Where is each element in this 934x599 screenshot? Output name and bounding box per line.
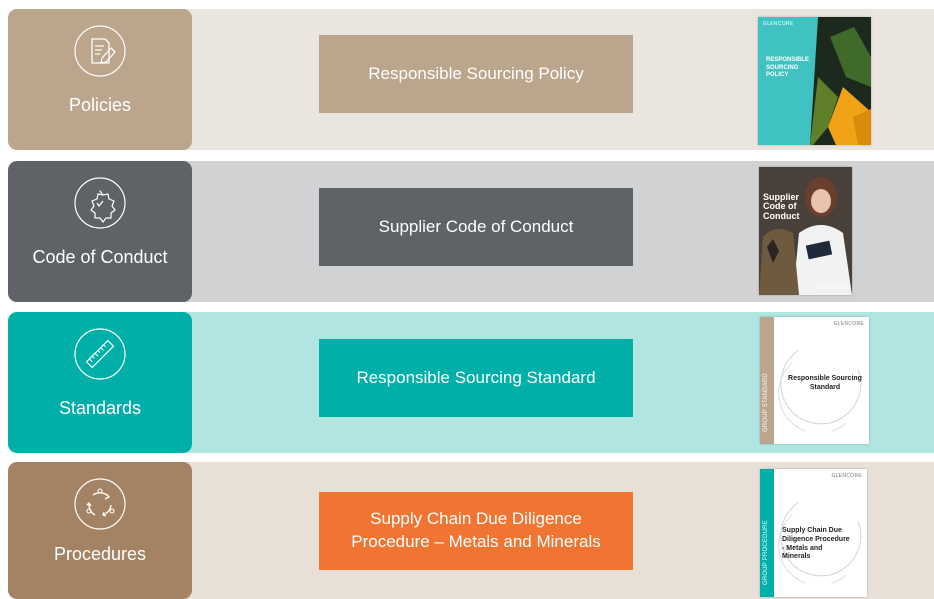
tile-label: Standards	[58, 398, 142, 418]
row-policies: Policies Responsible Sourcing Policy GLE…	[0, 9, 934, 150]
document-thumbnail-procedure: GROUP PROCEDURE GLENCORE Supply Chain Du…	[760, 469, 867, 597]
document-spine-label: GROUP PROCEDURE	[763, 520, 769, 585]
document-title: Supply Chain Due Diligence Procedure - M…	[782, 527, 850, 561]
document-brand: GLENCORE	[817, 285, 848, 291]
document-thumbnail-policy: GLENCORE RESPONSIBLE SOURCING POLICY	[758, 17, 871, 145]
document-spine: GROUP STANDARD	[760, 317, 774, 444]
tile-label: Code of Conduct	[32, 247, 168, 267]
document-brand: GLENCORE	[833, 321, 864, 327]
document-title: Responsible Sourcing Standard	[788, 375, 862, 391]
tile-label: Procedures	[53, 544, 147, 564]
row-standards: Standards Responsible Sourcing Standard …	[0, 312, 934, 453]
document-pen-icon	[73, 24, 127, 78]
document-thumbnail-conduct: Supplier Code of Conduct GLENCORE	[759, 167, 852, 295]
label-box-policy: Responsible Sourcing Policy	[319, 35, 633, 113]
document-brand: GLENCORE	[763, 21, 794, 27]
tile-standards: Standards	[8, 312, 192, 453]
gear-badge-icon	[73, 176, 127, 230]
tile-procedures: Procedures	[8, 462, 192, 599]
tile-code-of-conduct: Code of Conduct	[8, 161, 192, 302]
row-code-of-conduct: Code of Conduct Supplier Code of Conduct…	[0, 161, 934, 302]
cycle-arrows-icon	[73, 477, 127, 531]
label-box-standard: Responsible Sourcing Standard	[319, 339, 633, 417]
document-thumbnail-standard: GROUP STANDARD GLENCORE Responsible Sour…	[760, 317, 869, 444]
row-procedures: Procedures Supply Chain Due Diligence Pr…	[0, 462, 934, 599]
tile-policies: Policies	[8, 9, 192, 150]
document-title: RESPONSIBLE SOURCING POLICY	[766, 57, 810, 78]
document-spine-label: GROUP STANDARD	[763, 373, 769, 432]
ruler-icon	[73, 327, 127, 381]
tile-label: Policies	[68, 95, 132, 115]
document-brand: GLENCORE	[831, 473, 862, 479]
document-title: Supplier Code of Conduct	[763, 192, 800, 221]
document-spine: GROUP PROCEDURE	[760, 469, 774, 597]
label-box-conduct: Supplier Code of Conduct	[319, 188, 633, 266]
label-box-procedure: Supply Chain Due Diligence Procedure – M…	[319, 492, 633, 570]
